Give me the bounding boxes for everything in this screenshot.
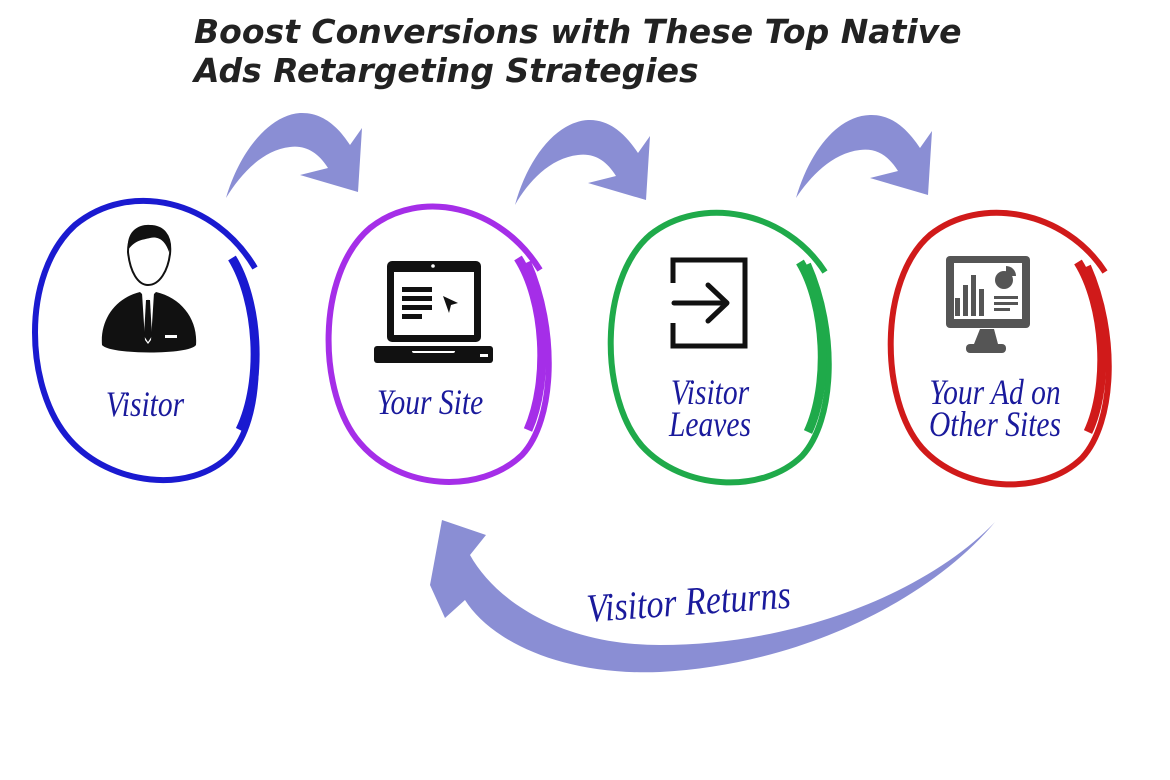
ring-your-site — [325, 203, 552, 485]
exit-icon — [670, 257, 748, 349]
title-line-2: Ads Retargeting Strategies — [194, 51, 699, 90]
label-line: Visitor — [105, 384, 185, 424]
arrow-visitor-returns — [430, 520, 995, 673]
ring-visitor — [32, 197, 260, 483]
arrow-leaves-to-ad — [796, 114, 932, 198]
label-line: Your Ad on — [929, 372, 1061, 412]
step-label-visitor: Visitor — [92, 386, 199, 422]
label-line: Visitor — [670, 372, 750, 412]
page-title: Boost Conversions with These Top Native … — [194, 12, 1094, 90]
label-line: Your Site — [376, 382, 484, 422]
label-line: Other Sites — [928, 404, 1061, 444]
arrow-site-to-leaves — [515, 119, 650, 205]
arrow-visitor-to-site — [226, 112, 362, 198]
ring-visitor-leaves — [607, 209, 832, 486]
laptop-icon — [374, 261, 493, 363]
monitor-chart-icon — [946, 256, 1030, 353]
label-line: Leaves — [669, 404, 751, 444]
businessman-icon — [101, 224, 197, 353]
ring-your-ad — [887, 209, 1112, 488]
title-line-1: Boost Conversions with These Top Native — [194, 12, 962, 51]
step-label-visitor-leaves: Visitor Leaves — [653, 374, 768, 442]
step-label-your-ad: Your Ad on Other Sites — [913, 374, 1077, 442]
step-label-your-site: Your Site — [364, 384, 495, 420]
